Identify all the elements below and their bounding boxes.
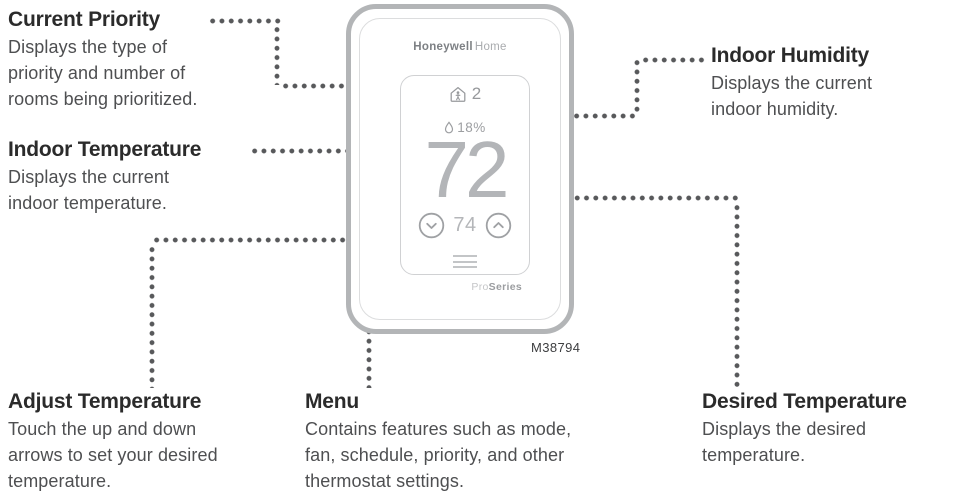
callout-description-line: Displays the type of (8, 37, 168, 57)
chevron-down-icon (419, 212, 445, 239)
connector-desired-temperature (734, 203, 740, 387)
connector-indoor-temperature (250, 148, 414, 154)
callout-description-line: indoor humidity. (711, 99, 839, 119)
chevron-up-icon (485, 212, 511, 239)
humidity-indicator: 18% (401, 120, 529, 135)
priority-room-count: 2 (471, 84, 482, 103)
callout-description-line: indoor temperature. (8, 193, 167, 213)
thermostat-screen: 2 18% 72 74 (400, 75, 530, 275)
connector-adjust-temperature (152, 237, 500, 243)
current-priority-indicator: 2 (401, 84, 529, 104)
current-temperature-display: 72 (424, 125, 510, 214)
callout-title: Adjust Temperature (8, 390, 202, 413)
menu-bar (453, 266, 477, 268)
connector-current-priority (208, 18, 282, 24)
temp-down-button[interactable] (418, 212, 445, 239)
callout-title: Menu (305, 390, 360, 413)
connector-current-priority (274, 25, 280, 85)
hamburger-menu-icon[interactable] (453, 255, 477, 268)
callout-description-line: Displays the current (711, 73, 873, 93)
callout-title: Indoor Humidity (711, 44, 869, 67)
connector-adjust-temperature (149, 245, 155, 388)
house-person-icon (450, 86, 466, 102)
callout-description-line: temperature. (702, 445, 806, 465)
humidity-value: 18% (457, 120, 486, 135)
product-line-pro: Pro (471, 281, 489, 293)
callout-indoor-humidity: Indoor Humidity Displays the current ind… (711, 42, 872, 122)
callout-menu: Menu Contains features such as mode, fan… (305, 388, 571, 494)
callout-description-line: Displays the desired (702, 419, 867, 439)
callout-description-line: rooms being prioritized. (8, 89, 198, 109)
brand-name-bold: Honeywell (413, 41, 473, 53)
menu-bar (453, 260, 477, 263)
callout-indoor-temperature: Indoor Temperature Displays the current … (8, 136, 201, 216)
setpoint-controls: 74 (401, 212, 529, 239)
desired-temperature-display: 74 (453, 214, 477, 236)
figure-number: M38794 (531, 340, 581, 355)
callout-description-line: temperature. (8, 471, 112, 491)
callout-description-line: Contains features such as mode, (305, 419, 572, 439)
connector-menu (366, 290, 372, 388)
callout-description-line: priority and number of (8, 63, 186, 83)
callout-adjust-temperature: Adjust Temperature Touch the up and down… (8, 388, 218, 494)
callout-description-line: arrows to set your desired (8, 445, 218, 465)
callout-desired-temperature: Desired Temperature Displays the desired… (702, 388, 907, 468)
callout-description-line: Touch the up and down (8, 419, 197, 439)
droplet-icon (445, 121, 454, 134)
thermostat-faceplate (359, 18, 561, 320)
callout-current-priority: Current Priority Displays the type of pr… (8, 6, 197, 112)
callout-title: Current Priority (8, 8, 160, 31)
callout-description-line: fan, schedule, priority, and other (305, 445, 565, 465)
callout-description-line: thermostat settings. (305, 471, 465, 491)
connector-desired-temperature (461, 195, 739, 201)
menu-bar (453, 255, 477, 257)
connector-indoor-humidity (641, 57, 708, 63)
temp-up-button[interactable] (485, 212, 512, 239)
callout-description-line: Displays the current (8, 167, 170, 187)
brand-name-light: Home (474, 41, 507, 53)
product-line-series: Series (488, 281, 522, 293)
product-line-label: ProSeries (471, 281, 522, 293)
callout-title: Desired Temperature (702, 390, 907, 413)
connector-indoor-humidity (634, 58, 640, 114)
callout-title: Indoor Temperature (8, 138, 202, 161)
